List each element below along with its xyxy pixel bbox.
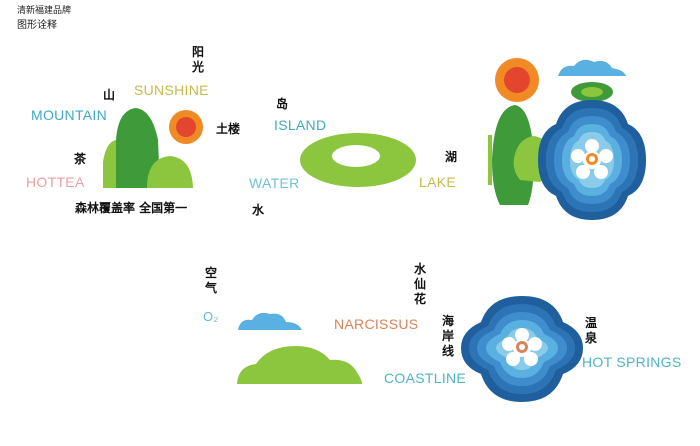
island-icon-right [571,82,613,102]
mountain-label-zh: 山 [103,88,116,102]
lake-label-en: LAKE [419,174,456,190]
header-line-2: 图形诠释 [17,20,57,31]
mountain-label-en: MOUNTAIN [31,107,108,123]
header-line-1: 清新福建品牌 [17,6,72,16]
flower-pool-icon [461,296,583,402]
coastline-label-en: COASTLINE [384,370,467,386]
island-label-en: ISLAND [274,117,327,133]
tea-label-zh: 茶 [74,152,87,166]
mountain-icon [103,108,193,188]
flower-pool-icon-right [538,100,646,220]
tulou-label-zh: 土楼 [216,122,241,136]
cloud-icon [238,312,302,330]
water-label-en: WATER [249,175,300,191]
narcissus-label-en: NARCISSUS [334,316,419,332]
coastline-label-zh: 海岸线 [441,314,454,358]
island-label-zh: 岛 [276,97,289,111]
forest-label-zh: 森林覆盖率 全国第一 [75,201,188,215]
cloud-icon-right [558,59,626,76]
hill-icon [237,346,362,384]
water-label-zh: 水 [252,203,265,217]
sun-icon-right [495,58,539,102]
sun-icon [169,110,203,144]
narcissus-label-zh: 水仙花 [413,262,426,306]
lake-label-zh: 湖 [445,150,458,164]
hotspring-label-zh: 温泉 [584,316,597,345]
tea-label-en: HOTTEA [26,174,85,190]
sunshine-label-en: SUNSHINE [134,82,209,98]
air-label-zh: 空气 [204,266,217,295]
island-lake-icon [300,133,416,187]
air-label-en: O₂ [203,309,219,324]
sunshine-label-zh: 阳光 [191,45,204,74]
hotspring-label-en: HOT SPRINGS [582,354,682,370]
